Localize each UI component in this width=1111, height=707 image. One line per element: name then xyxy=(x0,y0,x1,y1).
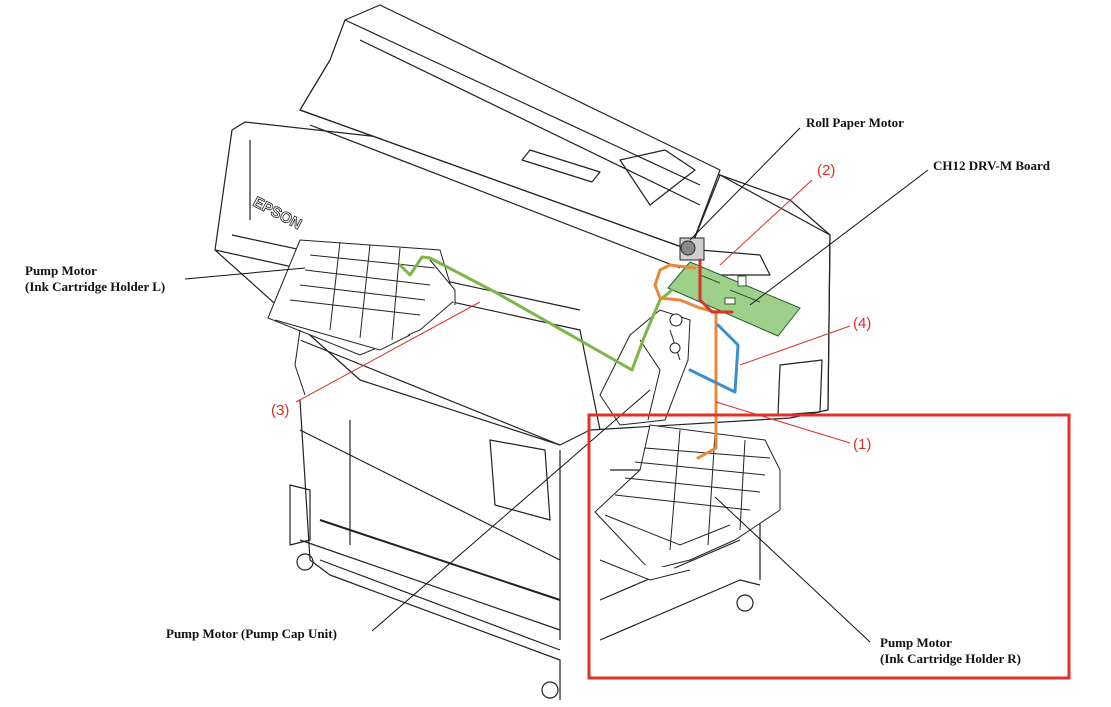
leader-callout-4 xyxy=(739,325,851,366)
roll-paper-motor xyxy=(679,237,705,261)
callout-1: (1) xyxy=(853,436,872,453)
caster-wheel-left xyxy=(296,553,314,571)
caster-wheel-front xyxy=(541,681,559,699)
highlight-box xyxy=(587,413,1071,680)
cable-2-red xyxy=(698,258,734,314)
cables xyxy=(398,255,740,460)
caster-wheel-right xyxy=(736,594,754,612)
label-drv-m-board: CH12 DRV-M Board xyxy=(933,158,1051,173)
callout-3: (3) xyxy=(271,402,290,419)
ink-cartridge-holder-l xyxy=(267,239,456,396)
label-roll-paper-motor: Roll Paper Motor xyxy=(806,115,904,130)
callout-2: (2) xyxy=(817,162,836,179)
leader-pump-r xyxy=(714,496,871,643)
leader-pump-l xyxy=(184,267,306,280)
callout-4: (4) xyxy=(853,315,872,332)
label-pump-motor-r: Pump Motor (Ink Cartridge Holder R) xyxy=(880,635,1021,667)
leader-callout-3 xyxy=(295,301,481,403)
cable-3-green xyxy=(398,255,674,372)
leader-callout-1 xyxy=(715,401,851,444)
leader-drv-board xyxy=(749,169,929,306)
label-pump-motor-l: Pump Motor (Ink Cartridge Holder L) xyxy=(25,263,165,295)
leader-roll-paper-motor xyxy=(689,127,801,241)
leader-lines xyxy=(184,127,929,643)
cable-1-orange xyxy=(653,263,718,460)
printer-stand xyxy=(299,399,561,700)
leader-pump-cap xyxy=(371,389,651,632)
label-pump-motor-l-line1: Pump Motor xyxy=(25,263,97,278)
cable-4-blue xyxy=(688,323,740,394)
pump-cap-unit xyxy=(599,309,691,426)
leader-callout-2 xyxy=(719,179,813,266)
label-pump-motor-r-line1: Pump Motor xyxy=(880,635,952,650)
label-pump-motor-r-line2: (Ink Cartridge Holder R) xyxy=(880,651,1021,666)
label-pump-motor-cap-unit: Pump Motor (Pump Cap Unit) xyxy=(166,626,337,641)
ink-cartridge-holder-r xyxy=(594,424,781,581)
label-pump-motor-l-line2: (Ink Cartridge Holder L) xyxy=(25,279,166,294)
